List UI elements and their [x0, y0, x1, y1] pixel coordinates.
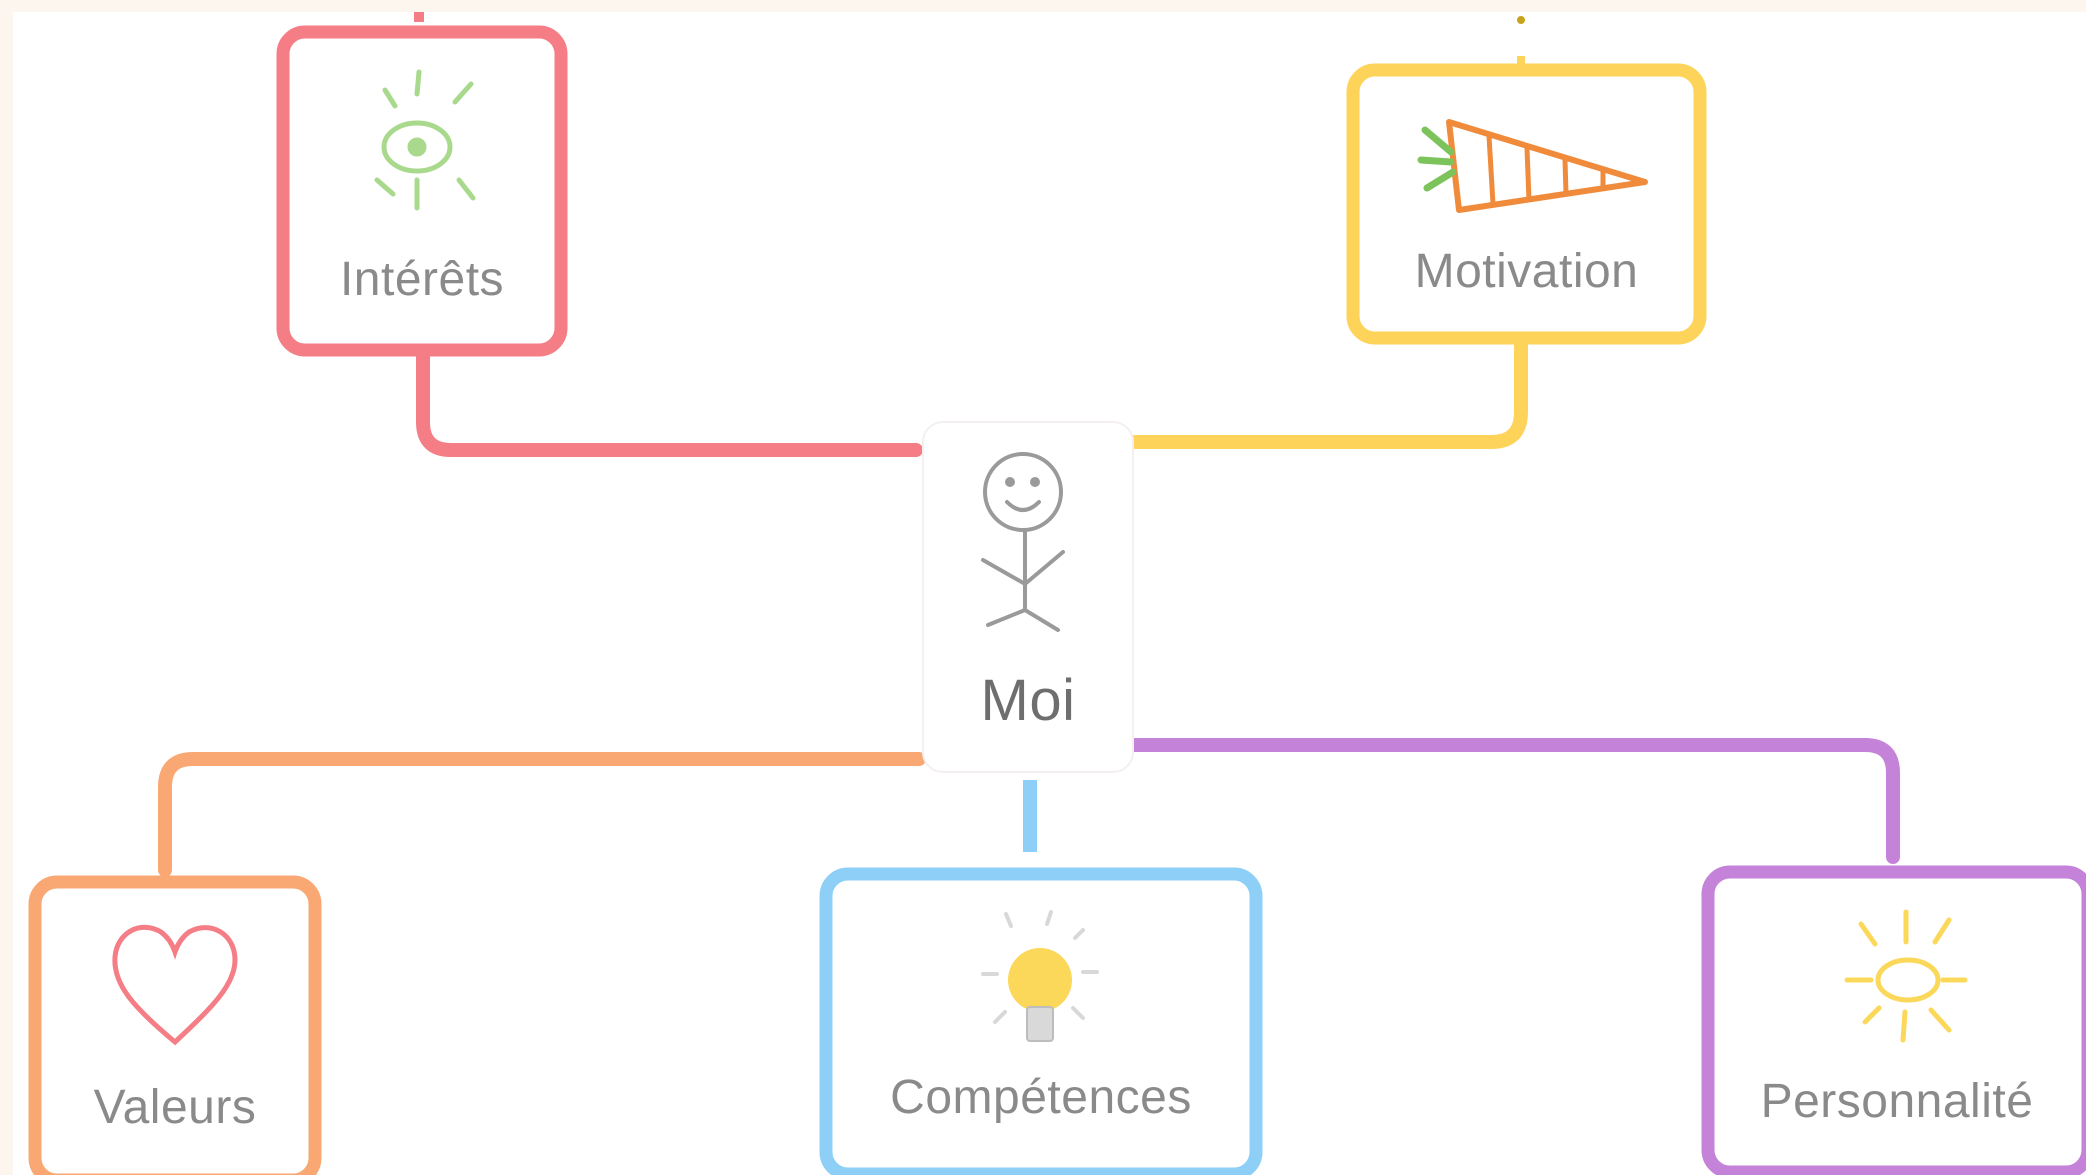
center-label: Moi: [980, 668, 1076, 733]
carrot-icon: [1417, 119, 1648, 213]
stick-figure-icon: [981, 452, 1065, 632]
node-label-motivation: Motivation: [1414, 245, 1639, 298]
heart-icon: [112, 924, 238, 1046]
node-label-competences: Compétences: [890, 1071, 1192, 1124]
connector-personnalite: [1124, 738, 1900, 864]
mind-map-diagram: [28, 12, 2086, 1175]
lightbulb-icon: [981, 910, 1099, 1042]
connector-interets: [416, 343, 923, 457]
mind-map-canvas: Moi Intérêts Motivation Valeurs Compéten…: [13, 12, 2086, 1175]
connector-valeurs: [158, 752, 926, 877]
node-box-valeurs[interactable]: [28, 875, 322, 1175]
node-box-motivation[interactable]: [1346, 63, 1707, 345]
connector-motivation: [1121, 335, 1528, 449]
sun-icon: [1844, 909, 1968, 1043]
node-label-personnalite: Personnalité: [1760, 1075, 2034, 1128]
eye-icon: [374, 69, 476, 211]
node-label-interets: Intérêts: [339, 253, 505, 306]
node-label-valeurs: Valeurs: [93, 1081, 257, 1134]
center-node[interactable]: [922, 421, 1134, 773]
connector-motivation-dot: [1517, 16, 1525, 24]
node-box-personnalite[interactable]: [1701, 865, 2086, 1175]
node-box-interets[interactable]: [276, 25, 568, 357]
